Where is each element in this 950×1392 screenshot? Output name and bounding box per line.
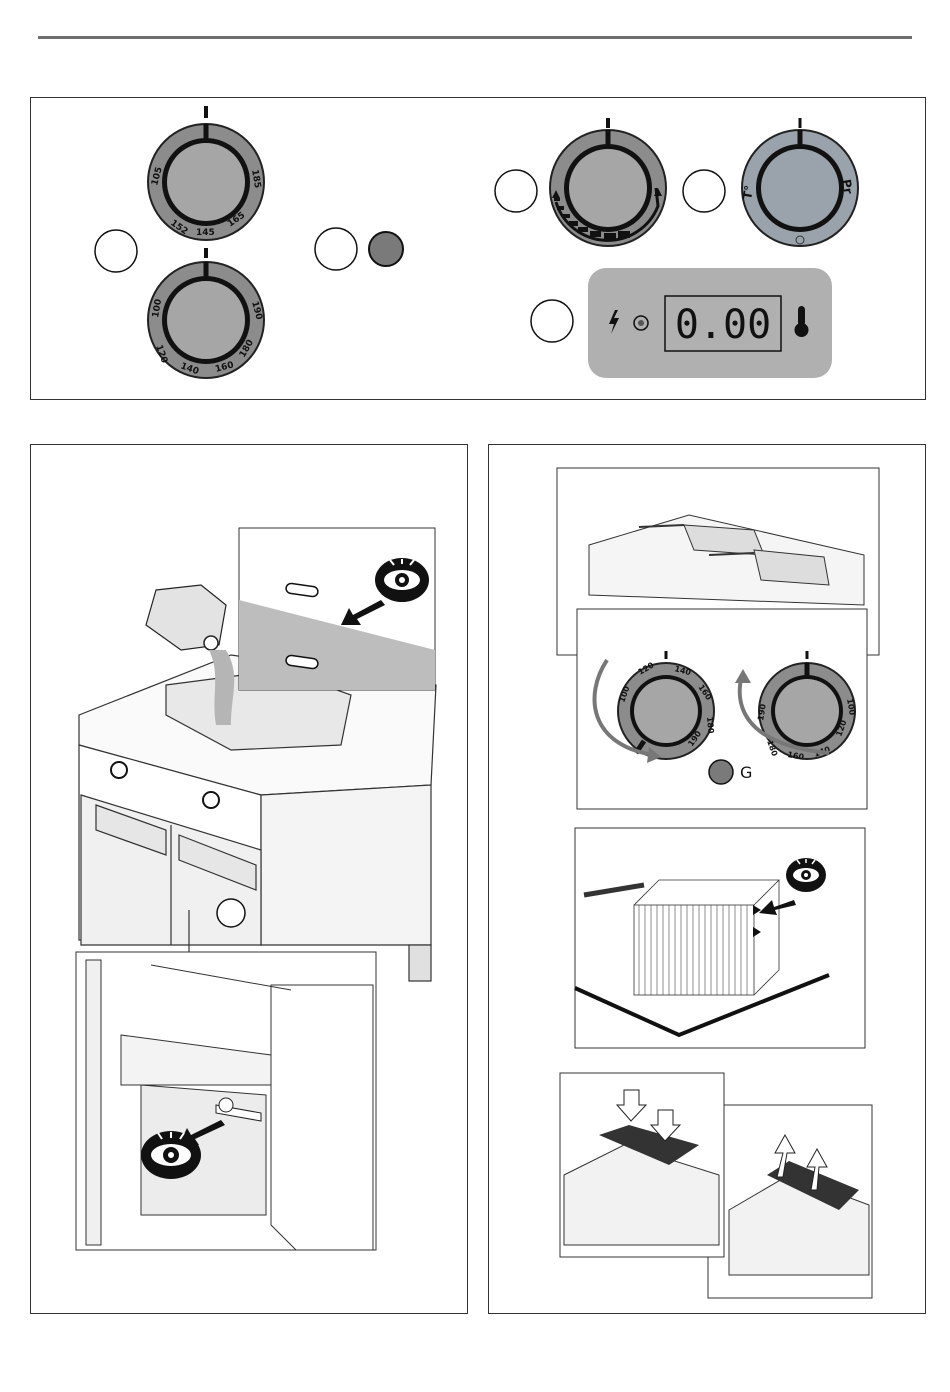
fryer-filling-illustration <box>31 445 469 1315</box>
indicator-label-g: G <box>740 763 752 782</box>
dial-top-label-145: 145 <box>196 228 215 238</box>
dial-left-label-180: 180 <box>705 716 715 734</box>
digital-display-unit: 0.00 <box>588 268 832 378</box>
fryer-operation-illustration: 100 120 140 160 180 190 190 180 160 140 … <box>489 445 927 1315</box>
dials-inset: 100 120 140 160 180 190 190 180 160 140 … <box>577 609 867 809</box>
selector-label-program: Pr <box>839 178 855 195</box>
dial-bottom-left: 100 120 140 160 180 190 <box>148 248 264 378</box>
display-value: 0.00 <box>675 302 771 348</box>
eye-check-icon-drain <box>141 1131 201 1179</box>
basket-lower-inset <box>708 1105 872 1298</box>
operation-panel: 100 120 140 160 180 190 190 180 160 140 … <box>488 444 926 1314</box>
indicator-lamp <box>369 232 403 266</box>
basket-raise-inset <box>560 1073 724 1257</box>
controls-panel: 105 152 145 165 185 100 120 140 160 180 … <box>30 97 926 400</box>
drain-valve-inset <box>76 952 376 1250</box>
callout-drain <box>217 899 245 927</box>
filling-panel <box>30 444 468 1314</box>
program-selector: T° Pr <box>740 118 858 246</box>
controls-illustration: 105 152 145 165 185 100 120 140 160 180 … <box>31 98 927 401</box>
oil-level-inset <box>239 528 435 690</box>
dial-top-left: 105 152 145 165 185 <box>148 106 264 240</box>
callout-lamp <box>315 228 357 270</box>
callout-selector <box>683 170 725 212</box>
eye-check-icon <box>375 558 429 602</box>
indicator-lamp-g <box>709 760 733 784</box>
callout-display <box>531 300 573 342</box>
callout-left <box>95 230 137 272</box>
callout-power-knob <box>495 170 537 212</box>
top-divider <box>38 36 912 39</box>
power-knob <box>550 118 666 246</box>
eye-check-icon-basket <box>786 858 826 892</box>
basket-inset <box>575 828 865 1048</box>
selector-label-temp: T° <box>740 184 756 200</box>
